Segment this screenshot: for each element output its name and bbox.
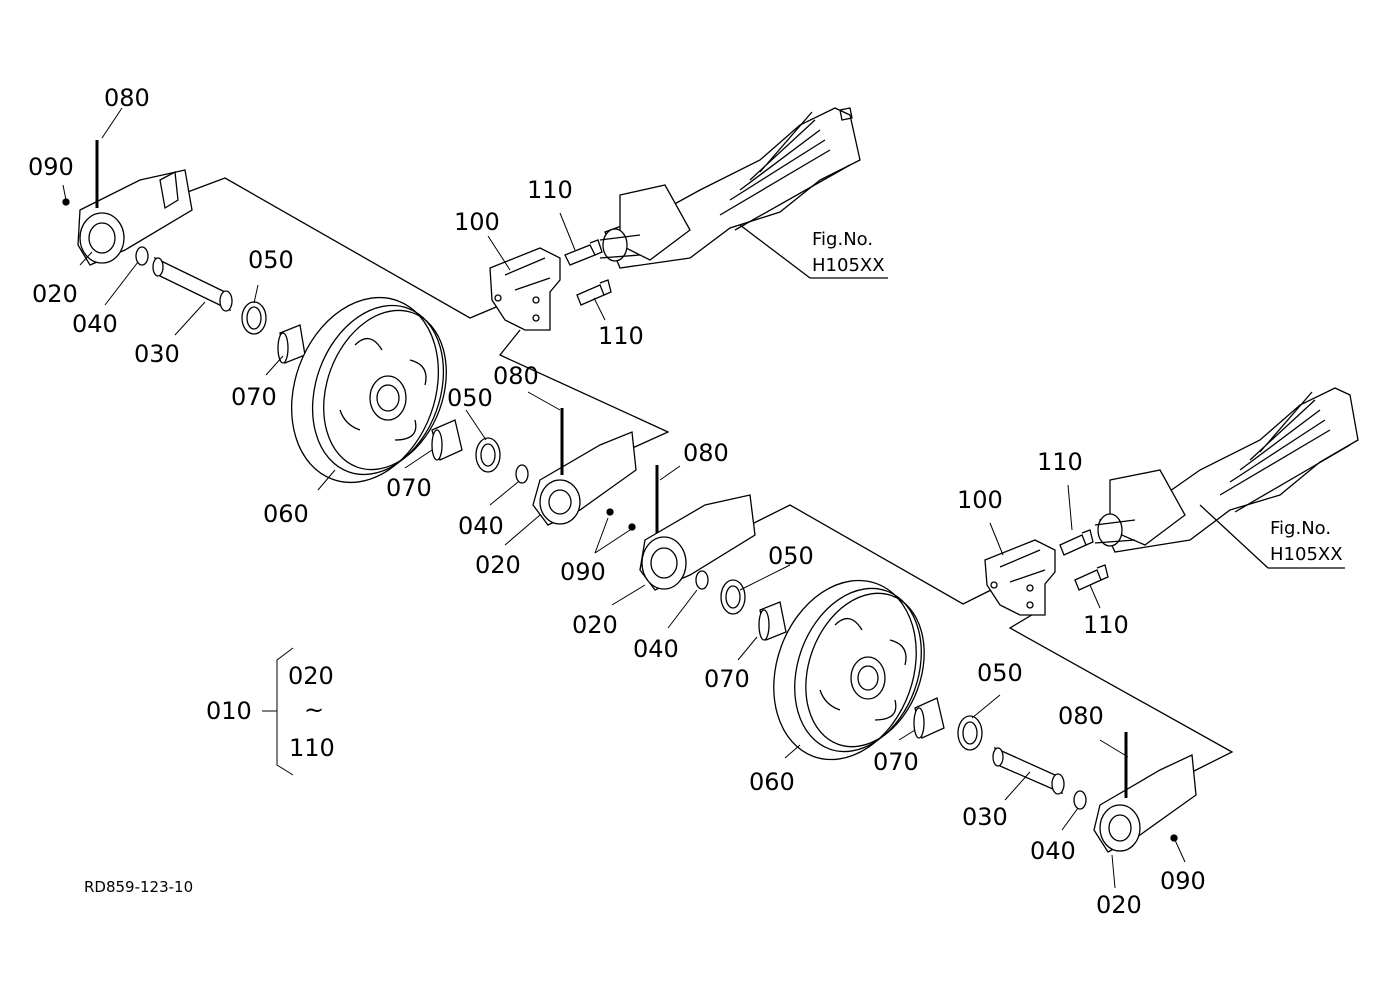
label-080: 080 — [683, 439, 729, 467]
label-040: 040 — [72, 310, 118, 338]
label-110: 110 — [598, 322, 644, 350]
label-020: 020 — [1096, 891, 1142, 919]
fig-ref-upper-number: H105XX — [812, 255, 885, 276]
legend-range-end: 110 — [289, 734, 335, 762]
bolts-lower — [1060, 530, 1108, 590]
legend-range-start: 020 — [288, 662, 334, 690]
label-080: 080 — [104, 84, 150, 112]
label-040: 040 — [1030, 837, 1076, 865]
pin-assembly-lower-left — [696, 571, 786, 640]
track-adjuster-upper — [600, 108, 888, 278]
label-100: 100 — [454, 208, 500, 236]
drawing-code: RD859-123-10 — [84, 878, 194, 896]
legend-range-separator: ~ — [304, 696, 325, 724]
bracket-020-lower-right — [1094, 732, 1196, 852]
bracket-020-middle-lower — [629, 465, 755, 590]
assembly-frame-lower — [750, 505, 1232, 772]
legend-bracket — [262, 648, 293, 775]
label-080: 080 — [493, 362, 539, 390]
label-090: 090 — [1160, 867, 1206, 895]
bracket-020-middle-upper — [533, 408, 636, 525]
pin-assembly-middle — [432, 420, 528, 483]
label-070: 070 — [873, 748, 919, 776]
fig-ref-upper-title: Fig.No. — [812, 229, 874, 250]
label-070: 070 — [704, 665, 750, 693]
fig-ref-lower-title: Fig.No. — [1270, 518, 1332, 539]
pin-assembly-lower-right — [914, 698, 1086, 809]
label-020: 020 — [475, 551, 521, 579]
label-030: 030 — [962, 803, 1008, 831]
label-060: 060 — [749, 768, 795, 796]
label-020: 020 — [572, 611, 618, 639]
legend-assembly-number: 010 — [206, 697, 252, 725]
pin-assembly-upper — [136, 247, 305, 363]
label-110: 110 — [1083, 611, 1129, 639]
label-050: 050 — [977, 659, 1023, 687]
idler-wheel-lower — [750, 560, 945, 779]
label-060: 060 — [263, 500, 309, 528]
label-020: 020 — [32, 280, 78, 308]
label-110: 110 — [1037, 448, 1083, 476]
label-050: 050 — [447, 384, 493, 412]
label-080: 080 — [1058, 702, 1104, 730]
leader-lines — [63, 108, 1185, 888]
track-adjuster-lower — [1095, 388, 1358, 568]
yoke-upper — [490, 248, 560, 330]
label-090: 090 — [28, 153, 74, 181]
label-030: 030 — [134, 340, 180, 368]
assembly-frame-upper — [185, 178, 668, 450]
label-070: 070 — [386, 474, 432, 502]
label-070: 070 — [231, 383, 277, 411]
label-040: 040 — [633, 635, 679, 663]
label-040: 040 — [458, 512, 504, 540]
yoke-lower — [985, 540, 1055, 615]
bolts-upper — [565, 240, 611, 305]
label-050: 050 — [248, 246, 294, 274]
label-090: 090 — [560, 558, 606, 586]
label-050: 050 — [768, 542, 814, 570]
idler-wheel-upper — [267, 277, 468, 503]
bracket-020-upper-left — [63, 140, 192, 265]
fig-ref-lower-number: H105XX — [1270, 544, 1343, 565]
label-110: 110 — [527, 176, 573, 204]
label-100: 100 — [957, 486, 1003, 514]
